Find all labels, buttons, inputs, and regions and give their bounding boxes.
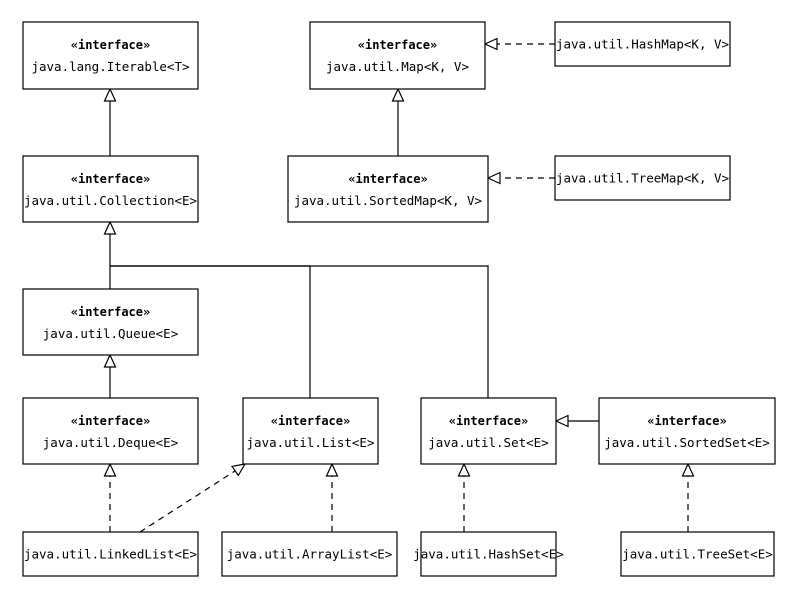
stereotype-label: «interface» [348,172,427,186]
node-deque: «interface» java.util.Deque<E> [22,397,199,465]
class-name: java.util.SortedSet<E> [604,435,770,450]
node-box [22,155,199,223]
edge-linkedlist-to-list [139,470,236,533]
stereotype-label: «interface» [271,414,350,428]
node-box [22,531,199,577]
arrowheads-layer [103,37,695,477]
node-box [620,531,775,577]
inheritance-arrowhead [391,87,405,102]
node-hashset: java.util.HashSet<E> [413,531,564,577]
class-name: java.util.HashSet<E> [413,547,564,562]
inheritance-arrowhead [681,462,695,477]
class-name: java.util.ArrayList<E> [227,547,393,562]
node-list: «interface» java.util.List<E> [242,397,379,465]
class-name: java.util.SortedMap<K, V> [294,193,482,208]
node-box [22,397,199,465]
node-collection: «interface» java.util.Collection<E> [22,155,199,223]
stereotype-label: «interface» [71,38,150,52]
node-box [420,397,557,465]
inheritance-arrowhead [325,462,339,477]
node-set: «interface» java.util.Set<E> [420,397,557,465]
node-box [309,21,486,90]
inheritance-arrowhead [483,37,498,51]
node-box [242,397,379,465]
inheritance-arrowhead [103,220,117,235]
inheritance-arrowhead [230,463,247,477]
inheritance-arrowhead [457,462,471,477]
edges-layer [109,43,689,533]
node-sortedmap: «interface» java.util.SortedMap<K, V> [287,155,489,223]
inheritance-arrowhead [103,353,117,368]
stereotype-label: «interface» [449,414,528,428]
stereotype-label: «interface» [71,172,150,186]
class-name: java.util.Queue<E> [43,326,178,341]
stereotype-label: «interface» [71,305,150,319]
node-treeset: java.util.TreeSet<E> [620,531,775,577]
class-name: java.util.TreeMap<K, V> [556,171,729,186]
node-box [554,155,731,201]
class-name: java.util.List<E> [247,435,375,450]
node-queue: «interface» java.util.Queue<E> [22,288,199,356]
stereotype-label: «interface» [647,414,726,428]
node-box [287,155,489,223]
node-box [420,531,557,577]
class-name: java.util.LinkedList<E> [24,547,197,562]
node-iterable: «interface» java.lang.Iterable<T> [22,21,199,90]
class-name: java.util.Set<E> [428,435,548,450]
node-treemap: java.util.TreeMap<K, V> [554,155,731,201]
inheritance-arrowhead [486,171,501,185]
node-linkedlist: java.util.LinkedList<E> [22,531,199,577]
stereotype-label: «interface» [358,38,437,52]
stereotype-label: «interface» [71,414,150,428]
class-name: java.lang.Iterable<T> [31,59,189,74]
class-name: java.util.Deque<E> [43,435,178,450]
node-box [554,21,731,67]
node-box [22,21,199,90]
node-box [22,288,199,356]
nodes-layer: «interface»java.lang.Iterable<T>«interfa… [22,21,776,577]
inheritance-arrowhead [103,462,117,477]
class-name: java.util.Collection<E> [24,193,197,208]
node-hashmap: java.util.HashMap<K, V> [554,21,731,67]
class-name: java.util.HashMap<K, V> [556,37,729,52]
class-name: java.util.Map<K, V> [326,59,469,74]
node-arraylist: java.util.ArrayList<E> [221,531,398,577]
node-box [598,397,776,465]
class-name: java.util.TreeSet<E> [622,547,773,562]
edge-set-to-collection [110,265,489,398]
node-map: «interface» java.util.Map<K, V> [309,21,486,90]
inheritance-arrowhead [103,87,117,102]
node-sortedset: «interface» java.util.SortedSet<E> [598,397,776,465]
inheritance-arrowhead [554,414,569,428]
node-box [221,531,398,577]
